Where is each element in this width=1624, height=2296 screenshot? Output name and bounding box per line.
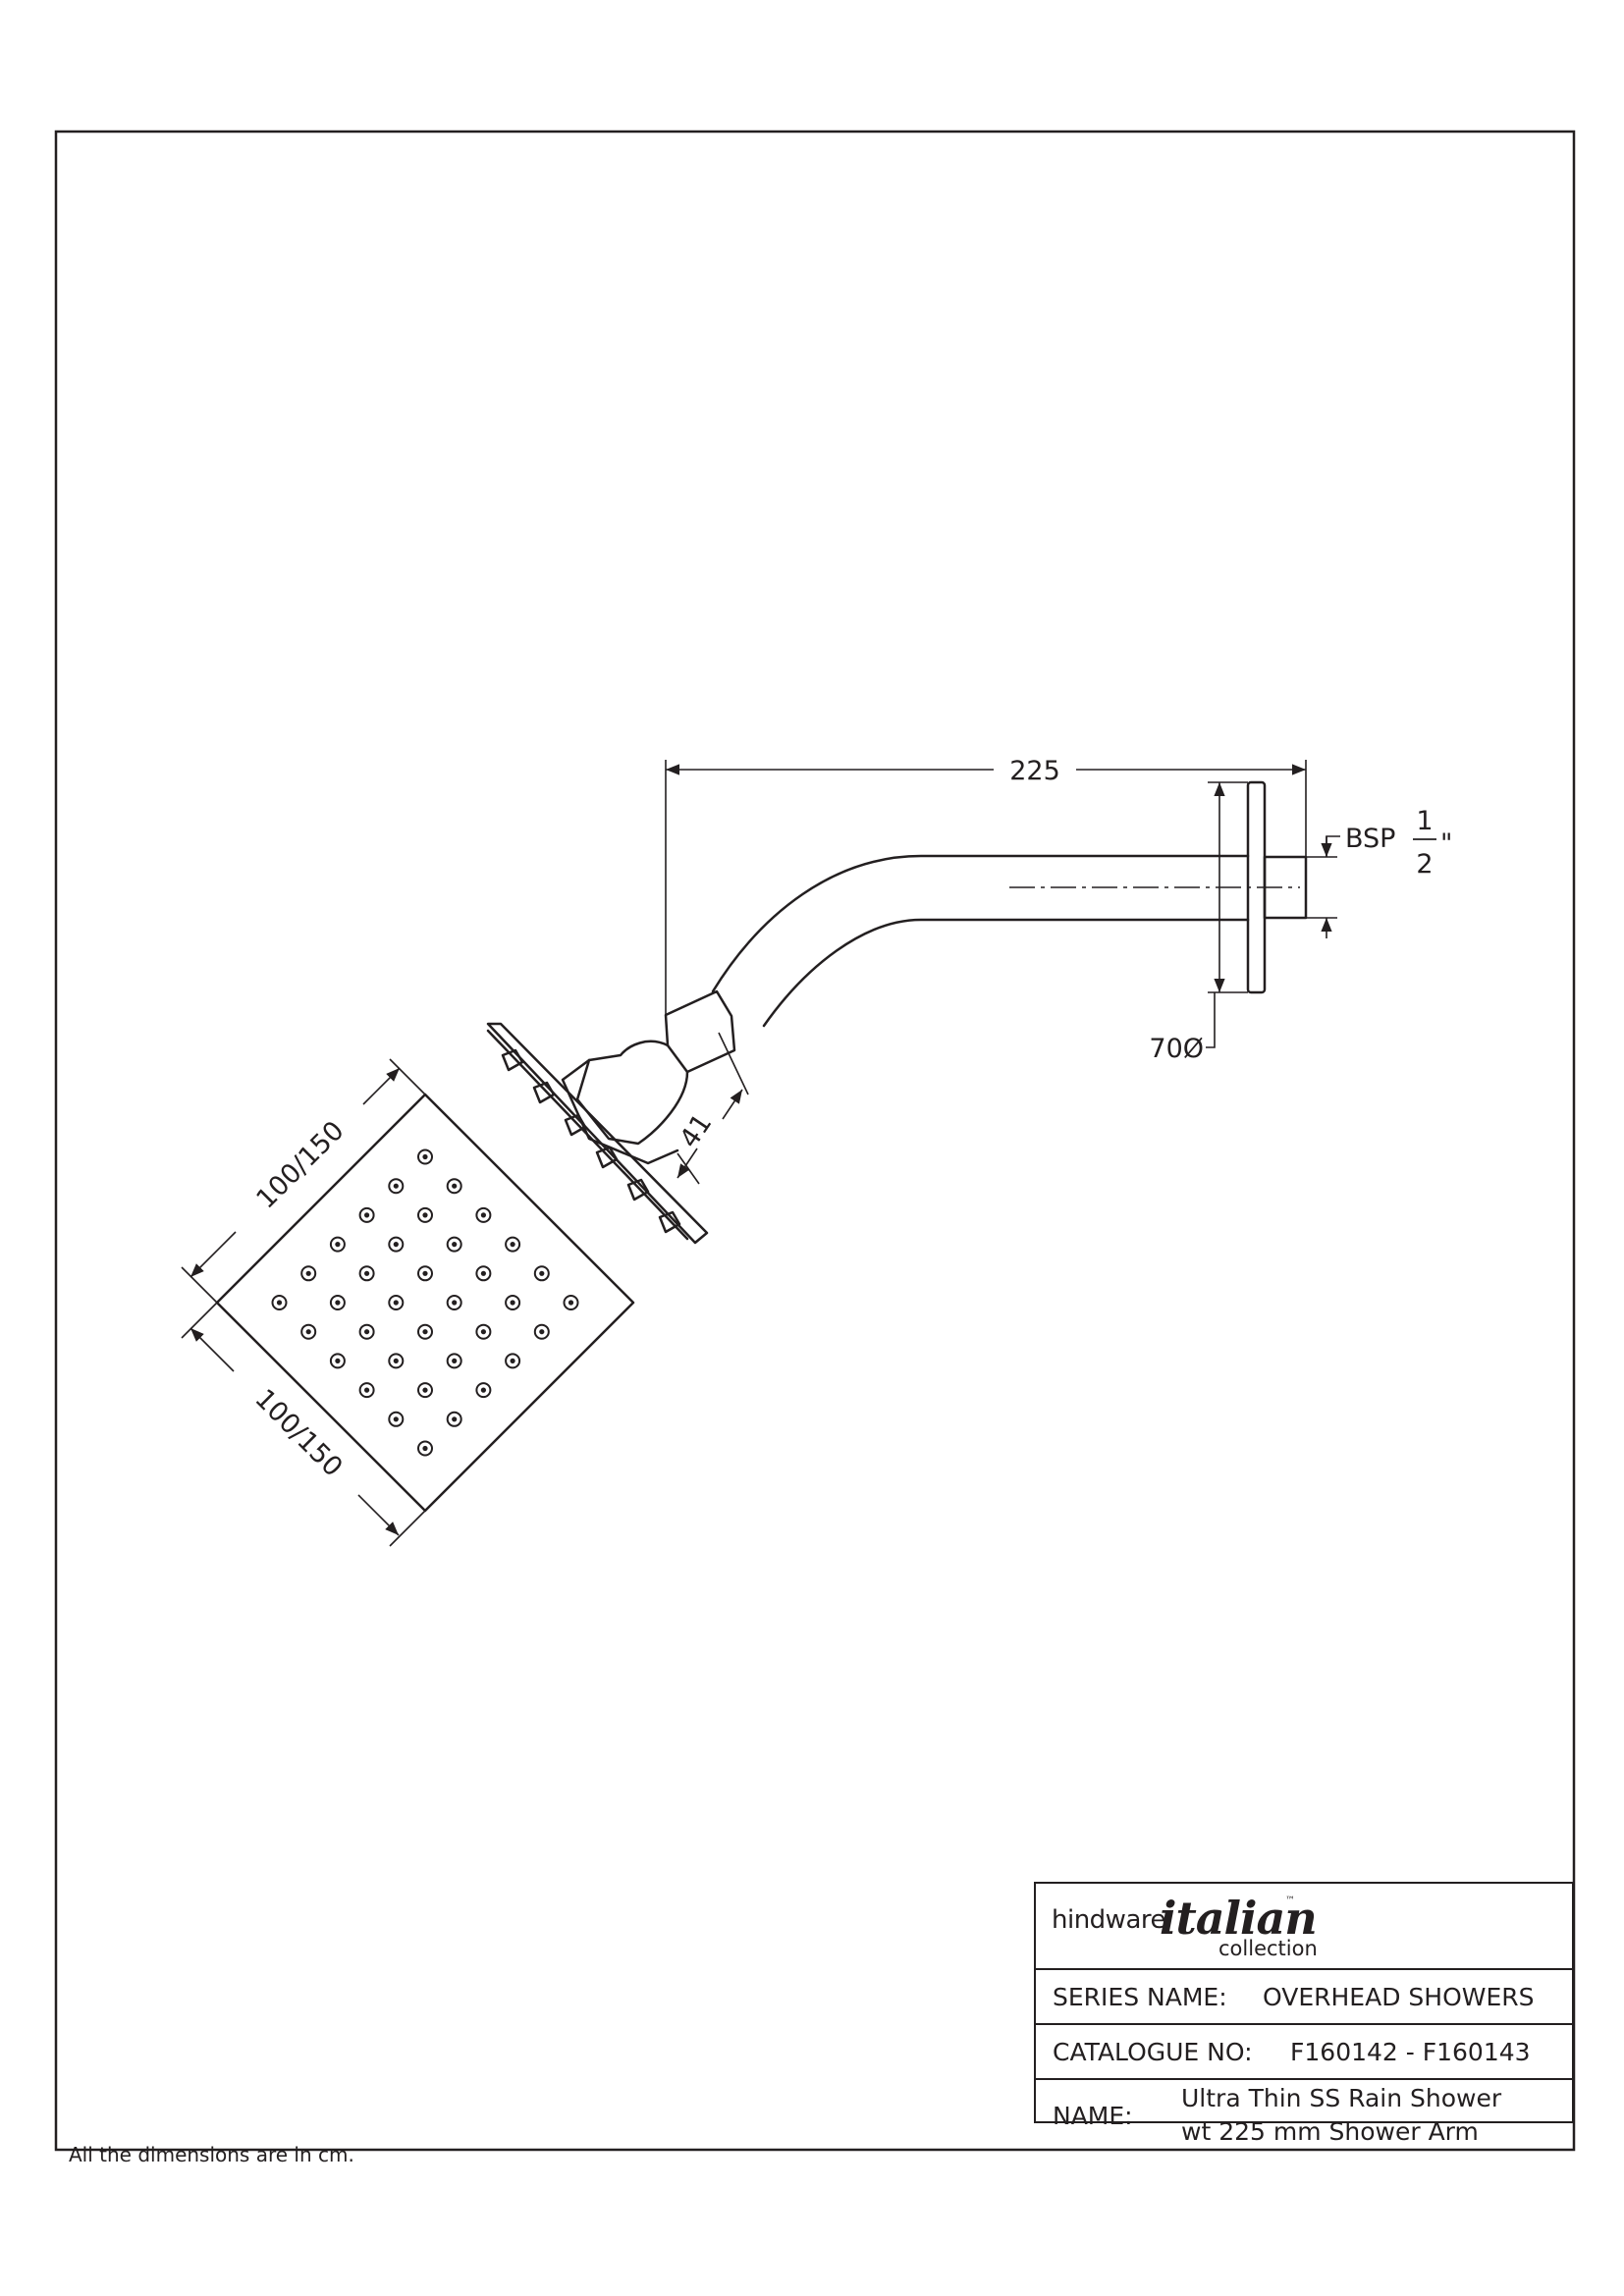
dim-bsp-unit: " [1440,828,1452,859]
dimensions-unit-note: All the dimensions are in cm. [69,2143,354,2166]
spray-nozzle [388,1295,405,1310]
spray-nozzle [446,1411,462,1427]
spray-nozzle [358,1206,375,1223]
spray-nozzle [533,1265,550,1282]
dim-41-ext-b [677,1152,700,1185]
dim-width-label: 100/150 [250,1115,350,1214]
spray-nozzle [417,1382,433,1399]
name-label: NAME: [1053,2102,1133,2130]
spray-nozzle [358,1265,375,1282]
dim-width-line-b [362,1067,401,1105]
dim-width-ext-a [181,1266,218,1304]
spray-nozzle [417,1265,433,1282]
dim-depth-label: 100/150 [248,1383,348,1482]
dim-width-line-a [189,1231,237,1278]
spray-nozzle [388,1236,405,1253]
catalogue-label: CATALOGUE NO: [1053,2038,1253,2066]
spray-nozzle [446,1295,462,1310]
spray-nozzle [475,1323,492,1340]
dim-depth-ext-b [389,1510,426,1547]
spray-nozzle [417,1148,433,1165]
spray-nozzle [329,1353,346,1369]
series-label: SERIES NAME: [1053,1983,1227,2011]
drawing-frame [54,130,1576,2152]
series-value: OVERHEAD SHOWERS [1263,1983,1535,2011]
catalogue-value: F160142 - F160143 [1290,2038,1531,2066]
name-line-2: wt 225 mm Shower Arm [1181,2117,1479,2146]
spray-nozzle [475,1206,492,1223]
dim-bsp-numerator: 1 [1416,806,1433,836]
dim-41-label: 41 [674,1108,718,1153]
title-block: hindware italian ™ collection SERIES NAM… [1034,1882,1574,2146]
shower-arm [711,854,1250,993]
spray-nozzle [271,1295,288,1310]
spray-nozzle [388,1411,405,1427]
spray-nozzle [388,1178,405,1195]
brand-trademark: ™ [1285,1896,1295,1906]
brand-script: italian [1160,1892,1318,1945]
spray-nozzles [271,1148,579,1457]
dim-70-leader [1206,992,1216,1048]
brand-name: hindware [1052,1905,1166,1935]
spray-nozzle [329,1236,346,1253]
spray-nozzle [417,1440,433,1457]
spray-nozzle [505,1295,521,1310]
spray-nozzle [505,1353,521,1369]
series-row: SERIES NAME: OVERHEAD SHOWERS [1036,1968,1572,2023]
dim-bsp-denominator: 2 [1416,849,1433,880]
name-line-1: Ultra Thin SS Rain Shower [1181,2084,1502,2112]
brand-sub: collection [1218,1937,1318,1960]
spray-nozzle [417,1206,433,1223]
shower-arm-lower-edge [762,918,1250,1028]
dim-70-label: 70Ø [1149,1034,1204,1064]
spray-nozzle [446,1178,462,1195]
brand-logo: hindware italian ™ collection [1036,1884,1572,1968]
arm-collar [664,989,736,1074]
spray-nozzle [533,1323,550,1340]
spray-nozzle [300,1323,317,1340]
joint-body [561,1058,679,1165]
spray-nozzle [475,1265,492,1282]
spray-nozzle [417,1323,433,1340]
dim-41-ext-a [718,1032,749,1095]
spray-nozzle [446,1353,462,1369]
dim-41-line-a [722,1089,743,1120]
spray-nozzle [358,1323,375,1340]
spray-nozzle [388,1353,405,1369]
dim-depth-line-b [357,1494,400,1536]
dim-41-line-b [677,1148,698,1179]
ball-joint [575,1040,689,1146]
spray-nozzle [505,1236,521,1253]
catalogue-row: CATALOGUE NO: F160142 - F160143 [1036,2023,1572,2078]
spray-nozzle [329,1295,346,1310]
dim-225-label: 225 [1009,756,1060,786]
spray-nozzle [563,1295,579,1310]
spray-nozzle [358,1382,375,1399]
shower-plate-side-face [486,1029,689,1241]
spray-nozzle [475,1382,492,1399]
spray-nozzle [446,1236,462,1253]
dim-bsp-leader [1326,835,1340,857]
dim-depth-ext-a [181,1302,218,1339]
name-row: NAME: Ultra Thin SS Rain Shower wt 225 m… [1036,2078,1572,2146]
dim-depth-line-a [189,1327,235,1372]
shower-plate-side [486,1022,709,1245]
dim-width-ext-b [389,1058,426,1095]
side-nozzles [501,1048,681,1234]
dim-bsp-label: BSP [1345,824,1395,854]
spray-nozzle [300,1265,317,1282]
